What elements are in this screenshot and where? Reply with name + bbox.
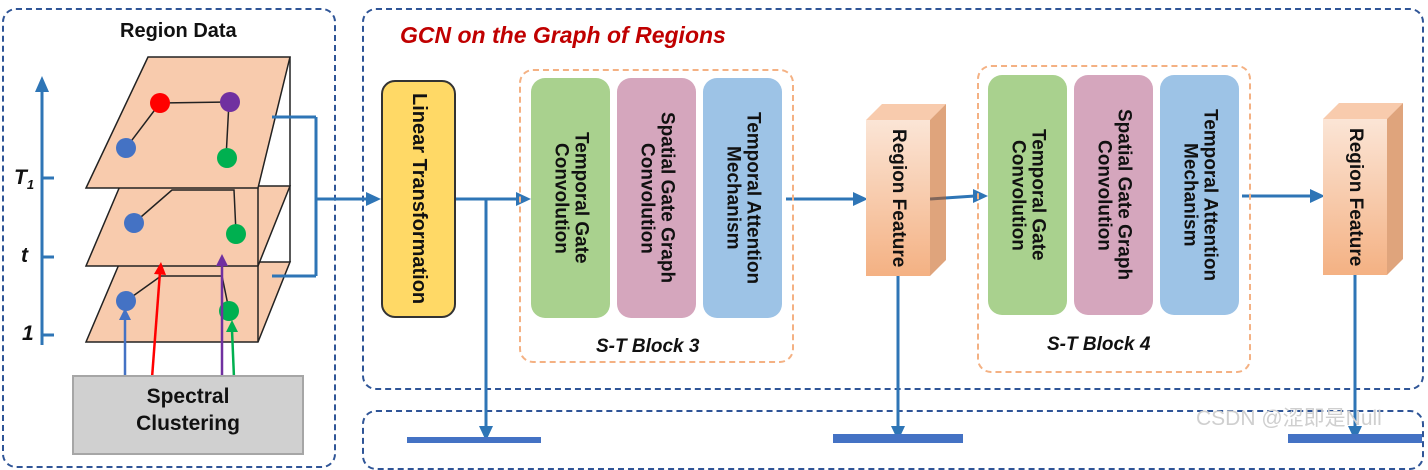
region-feature-1: Region Feature	[887, 128, 909, 268]
block4-temporal-attention: Temporal Attention Mechanism	[1160, 75, 1239, 315]
spectral-line2: Clustering	[136, 412, 240, 436]
axis-label-t1-main: T	[14, 166, 27, 189]
st-block-4	[977, 65, 1251, 373]
block4-spatial-gate-graph-conv: Spatial Gate Graph Convolution	[1074, 75, 1153, 315]
bottom-bar-1	[407, 437, 541, 443]
spectral-line1: Spectral	[146, 385, 230, 408]
axis-label-t1: T1	[14, 166, 34, 192]
gcn-connectors	[316, 189, 1362, 441]
block3-spatial-gate-graph-conv: Spatial Gate Graph Convolution	[617, 78, 696, 318]
region-feature-2: Region Feature	[1344, 127, 1366, 267]
axis-label-t1-sub: 1	[26, 177, 35, 193]
block4-temporal-gate-conv: Temporal Gate Convolution	[988, 75, 1067, 315]
axis-label-t: t	[21, 244, 28, 267]
bottom-bar-3	[1288, 434, 1422, 443]
block3-temporal-attention: Temporal Attention Mechanism	[703, 78, 782, 318]
block3-label: S-T Block 3	[596, 336, 700, 357]
gcn-title: GCN on the Graph of Regions	[400, 22, 726, 48]
linear-transformation-box: Linear Transformation	[381, 80, 456, 318]
axis-label-1: 1	[22, 322, 34, 345]
region-feature-2-shape	[1323, 103, 1403, 275]
region-feature-1-shape	[866, 104, 946, 276]
st-block-3	[519, 69, 794, 363]
watermark: CSDN @涩即是Null	[1196, 407, 1382, 430]
block3-temporal-gate-conv: Temporal Gate Convolution	[531, 78, 610, 318]
spectral-clustering-box: Spectral Clustering	[72, 375, 304, 455]
region-data-diagram	[35, 56, 318, 379]
bottom-bar-2	[833, 434, 963, 443]
region-data-title: Region Data	[120, 20, 237, 42]
block4-label: S-T Block 4	[1047, 334, 1151, 355]
